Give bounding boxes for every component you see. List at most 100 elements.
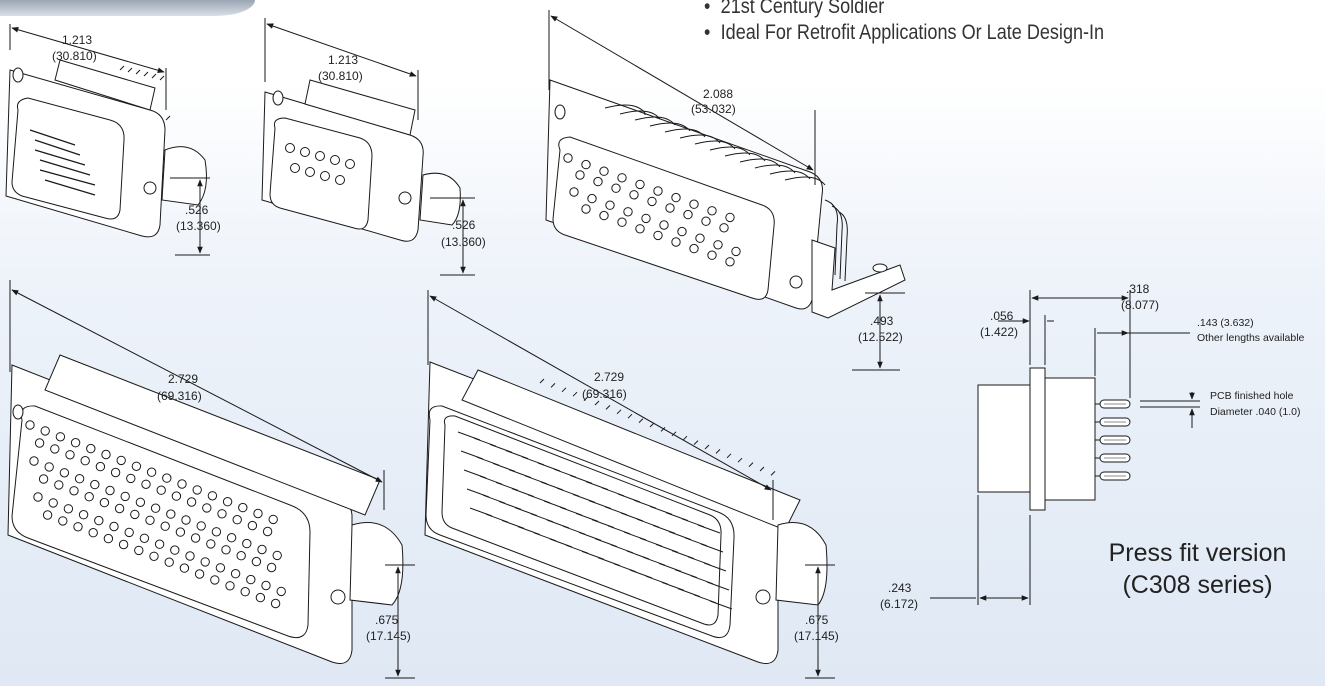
tail-pin [715, 449, 721, 454]
socket [617, 217, 627, 227]
socket [225, 581, 235, 591]
socket [126, 473, 136, 484]
socket [641, 213, 651, 224]
tail-pin [605, 405, 611, 410]
length-in: 2.088 [703, 87, 733, 101]
tail-pin [638, 418, 644, 423]
socket [134, 545, 144, 556]
socket [581, 204, 591, 214]
connector-dd100-female: 2.729 (69.316) .675 (17.145) [7, 280, 415, 679]
pin-array [29, 129, 96, 196]
dimension-height: .526 (13.360) [430, 197, 486, 276]
mount-hole [398, 191, 412, 205]
overall-mm: (8.077) [1121, 298, 1159, 312]
socket [29, 456, 39, 466]
length-mm: (53.032) [691, 102, 736, 116]
socket [185, 551, 195, 561]
tail-pin [770, 471, 776, 476]
socket [192, 485, 202, 495]
socket [99, 497, 110, 508]
socket [202, 503, 212, 513]
height-mm: (12.522) [858, 330, 903, 344]
socket [181, 515, 191, 525]
socket [270, 598, 281, 609]
socket [109, 521, 119, 532]
socket [114, 503, 125, 514]
height-mm: (17.145) [794, 629, 839, 643]
hole-label: PCB finished hole [1210, 390, 1294, 402]
socket [247, 520, 258, 531]
side-view: .318 (8.077) .056 (1.422) .143 (3.632) O… [880, 282, 1305, 611]
socket [207, 491, 218, 501]
socket [689, 199, 699, 209]
socket [623, 207, 633, 217]
socket [88, 528, 98, 538]
socket [55, 432, 66, 442]
socket [221, 545, 231, 555]
socket [611, 183, 621, 193]
tail-pin [616, 409, 622, 415]
tail-pin [748, 462, 754, 467]
socket [135, 497, 146, 507]
flange-mm: (1.422) [980, 325, 1018, 339]
tail-length: .143 (3.632) [1197, 317, 1254, 329]
tail-pin [539, 378, 545, 384]
socket [701, 216, 711, 226]
socket [116, 455, 126, 466]
socket [166, 509, 176, 519]
socket [78, 510, 89, 520]
socket [54, 480, 64, 490]
socket [689, 243, 699, 254]
socket [238, 502, 248, 513]
socket [246, 574, 256, 585]
mount-hole [755, 589, 771, 605]
socket [59, 468, 70, 478]
mount-hole [143, 181, 157, 195]
socket [240, 587, 250, 597]
tail-note-text: Other lengths available [1197, 332, 1305, 344]
socket [86, 443, 96, 454]
socket [170, 545, 180, 555]
pin [700, 543, 724, 553]
corner-tab [0, 0, 255, 16]
tail-pin [550, 383, 556, 388]
side-flange [1029, 367, 1046, 511]
mount-hole-left [554, 104, 566, 120]
socket [581, 159, 591, 170]
socket [266, 562, 277, 573]
socket [671, 192, 681, 203]
socket [262, 526, 273, 537]
height-mm: (17.145) [366, 629, 411, 643]
feature-item: Ideal For Retrofit Applications Or Late … [704, 20, 1104, 46]
pin [709, 600, 733, 610]
socket [70, 438, 81, 448]
socket [139, 533, 150, 543]
socket [94, 515, 104, 526]
socket [44, 462, 54, 472]
socket [194, 569, 205, 579]
socket [103, 533, 114, 544]
connector-de9-female: 1.213 (30.810) .526 (13.360) [261, 18, 486, 276]
socket [186, 497, 197, 507]
dimension-height: .493 (12.522) [852, 292, 905, 371]
socket [196, 521, 206, 531]
side-pins [1095, 399, 1131, 481]
dimension-overall: .318 (8.077) [1029, 282, 1159, 398]
socket [719, 223, 729, 233]
tail-pin [682, 435, 688, 441]
pin [703, 562, 727, 572]
socket [110, 467, 121, 478]
bracket-hole [872, 263, 888, 273]
socket [141, 479, 151, 489]
tail-bracket [775, 522, 828, 606]
socket [242, 538, 252, 549]
tail-pin [572, 391, 578, 397]
socket [175, 527, 186, 537]
socket [95, 461, 106, 472]
socket [34, 438, 45, 448]
socket [124, 527, 134, 538]
tail-note: .143 (3.632) Other lengths available [1197, 317, 1305, 344]
socket [731, 246, 741, 257]
height-in: .526 [185, 203, 209, 217]
